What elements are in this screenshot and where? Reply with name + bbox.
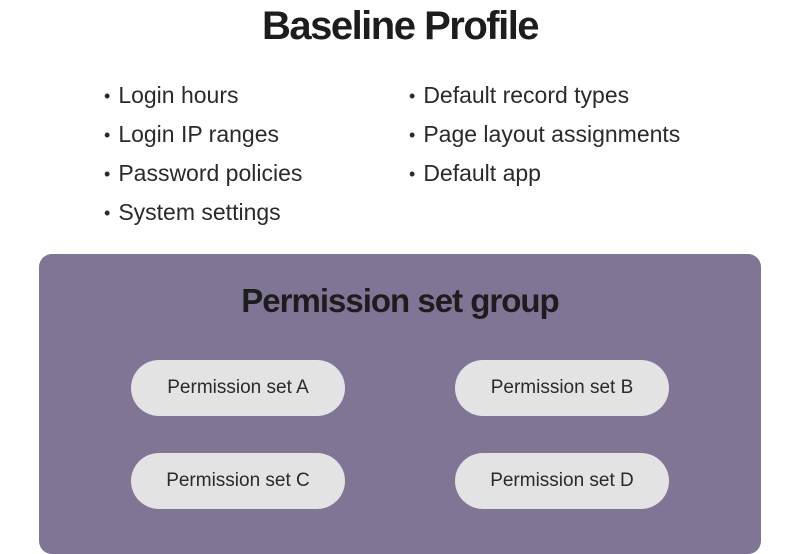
permission-set-c: Permission set C	[131, 453, 345, 509]
list-item: Login hours	[104, 76, 302, 115]
list-item: Login IP ranges	[104, 115, 302, 154]
permission-set-b: Permission set B	[455, 360, 669, 416]
list-item: Password policies	[104, 154, 302, 193]
profile-settings-list-left: Login hours Login IP ranges Password pol…	[104, 76, 302, 232]
permission-set-group-title: Permission set group	[241, 282, 559, 319]
list-item: Default record types	[409, 76, 680, 115]
list-item: System settings	[104, 193, 302, 232]
permission-set-group-box: Permission set group Permission set A Pe…	[39, 254, 761, 554]
permission-set-a: Permission set A	[131, 360, 345, 416]
list-item: Page layout assignments	[409, 115, 680, 154]
baseline-profile-title: Baseline Profile	[261, 4, 540, 48]
list-item: Default app	[409, 154, 680, 193]
permission-set-d: Permission set D	[455, 453, 669, 509]
profile-settings-list-right: Default record types Page layout assignm…	[409, 76, 680, 193]
